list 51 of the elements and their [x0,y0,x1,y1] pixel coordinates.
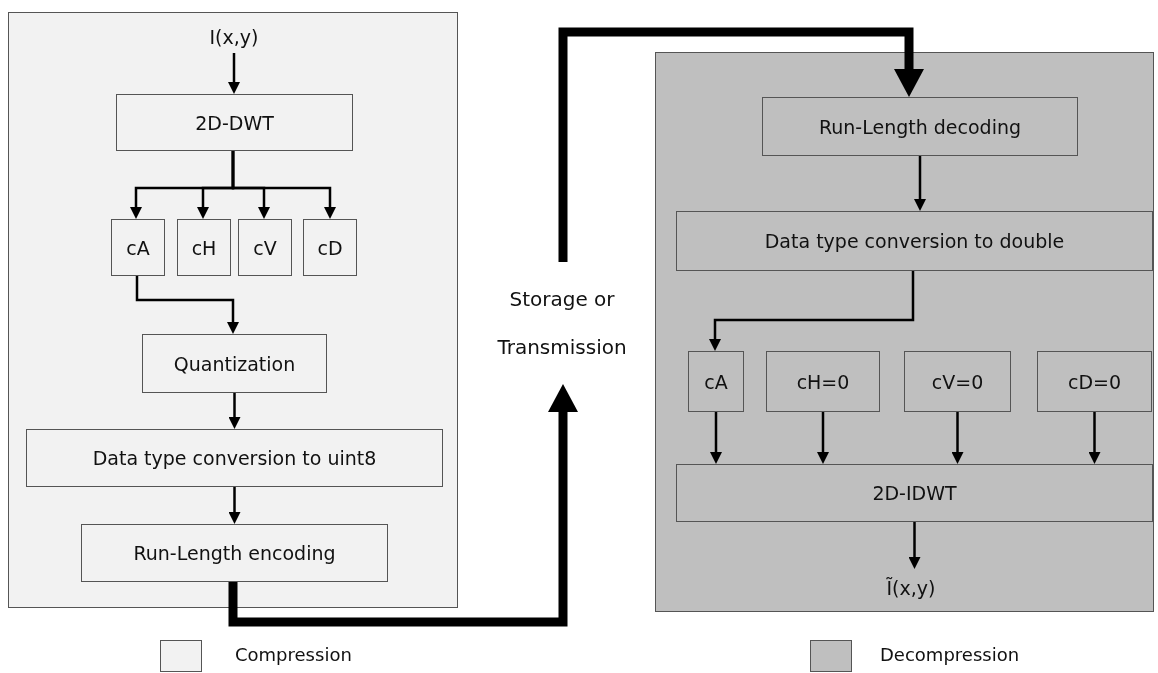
box-label: cH=0 [796,370,850,393]
box-label: Run-Length encoding [133,542,336,564]
arrow [709,271,915,351]
arrow [1088,412,1101,464]
box-label: cV [253,236,277,259]
box-label: cH [191,236,217,259]
process-box [1037,351,1152,412]
process-box [766,351,880,412]
box-label: Quantization [173,352,296,375]
box-label: cD=0 [1067,370,1122,393]
signal-label: Ĩ(x,y) [886,577,936,599]
box-label: cV=0 [931,370,984,393]
legend-label: Compression [235,644,352,665]
process-box [81,524,388,582]
process-box [303,219,357,276]
process-box [238,219,292,276]
arrow [817,412,829,464]
process-box [177,219,231,276]
arrow [135,276,239,334]
process-box [762,97,1078,156]
arrow [231,151,336,219]
arrow [228,53,240,94]
process-box [26,429,443,487]
process-box [688,351,744,412]
arrow [228,393,241,429]
process-box [904,351,1011,412]
box-label: Run-Length decoding [818,115,1022,138]
process-box [116,94,353,151]
decompression-panel [655,52,1154,612]
box-label: Data type conversion to uint8 [92,447,377,469]
box-label: cA [704,370,728,393]
box-label: 2D-IDWT [872,482,957,504]
box-label: cD [317,236,343,259]
channel-label: Storage or Transmission [497,286,627,361]
box-label: 2D-DWT [195,111,274,134]
arrow [228,384,578,627]
arrow [951,412,964,464]
compression-panel [8,12,458,608]
arrow [228,487,241,524]
arrow [710,412,722,464]
signal-label: I(x,y) [209,26,259,48]
box-label: cA [126,236,150,259]
process-box [676,211,1153,271]
process-box [142,334,327,393]
arrow [558,27,924,262]
arrow [914,156,926,211]
legend-label: Decompression [880,644,1020,665]
process-box [676,464,1153,522]
box-label: Data type conversion to double [764,230,1065,252]
arrow [908,522,921,569]
process-box [111,219,165,276]
